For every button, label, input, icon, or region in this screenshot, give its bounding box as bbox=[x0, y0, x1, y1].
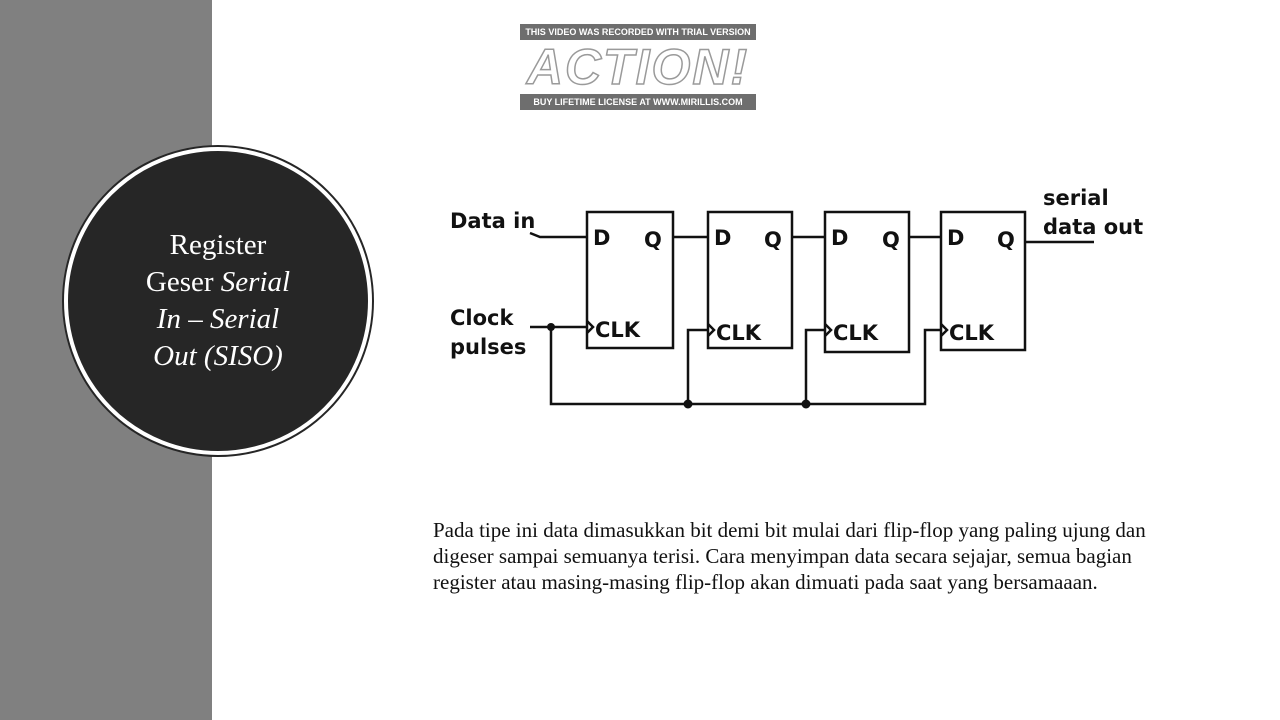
clk-triangle-1 bbox=[586, 320, 595, 334]
junction-dot-1 bbox=[547, 323, 555, 331]
flip-flop-4 bbox=[939, 210, 1027, 352]
ff4-d-label: D bbox=[947, 226, 964, 250]
pulses-label: pulses bbox=[450, 335, 526, 359]
title-line-2-plain: Geser bbox=[145, 266, 214, 298]
title-circle: Register Geser Serial In – Serial Out (S… bbox=[64, 147, 372, 455]
serial-label: serial bbox=[1043, 186, 1109, 210]
data-out-label: data out bbox=[1043, 215, 1143, 239]
title-line-1: Register bbox=[169, 229, 267, 261]
title-line-2-italic: Serial bbox=[220, 266, 291, 298]
slide-title: Register Geser Serial In – Serial Out (S… bbox=[118, 227, 318, 375]
clk-triangle-3 bbox=[824, 323, 833, 337]
junction-dot-3 bbox=[801, 399, 811, 409]
data-in-label: Data in bbox=[450, 209, 535, 233]
flip-flop-3 bbox=[823, 210, 911, 354]
watermark-top-text: THIS VIDEO WAS RECORDED WITH TRIAL VERSI… bbox=[520, 24, 756, 40]
ff1-clk-label: CLK bbox=[595, 318, 641, 342]
clk-triangle-2 bbox=[707, 323, 716, 337]
watermark-logo: ACTION! bbox=[526, 39, 750, 95]
clock-wire-ff2 bbox=[686, 328, 708, 404]
recording-watermark: THIS VIDEO WAS RECORDED WITH TRIAL VERSI… bbox=[520, 24, 756, 110]
description-paragraph: Pada tipe ini data dimasukkan bit demi b… bbox=[433, 518, 1146, 594]
siso-shift-register-diagram: Data in Clock pulses serial data out D Q… bbox=[450, 186, 1143, 409]
ff3-d-label: D bbox=[831, 226, 848, 250]
ff3-clk-label: CLK bbox=[833, 321, 879, 345]
ff3-q-label: Q bbox=[882, 228, 900, 252]
flip-flop-2 bbox=[706, 210, 794, 350]
clock-bus bbox=[549, 327, 941, 406]
ff1-q-label: Q bbox=[644, 228, 662, 252]
title-line-3: In – Serial bbox=[156, 303, 280, 335]
ff1-d-label: D bbox=[593, 226, 610, 250]
ff2-q-label: Q bbox=[764, 228, 782, 252]
flip-flop-1 bbox=[585, 210, 675, 350]
junction-dot-2 bbox=[683, 399, 693, 409]
title-line-4: Out (SISO) bbox=[153, 340, 283, 372]
ff4-clk-label: CLK bbox=[949, 321, 995, 345]
data-in-wire bbox=[529, 231, 587, 239]
clock-wire-ff3 bbox=[804, 328, 825, 404]
clock-label: Clock bbox=[450, 306, 514, 330]
ff4-q-label: Q bbox=[997, 228, 1015, 252]
ff2-clk-label: CLK bbox=[716, 321, 762, 345]
clk-triangle-4 bbox=[940, 323, 949, 337]
watermark-bottom-text: BUY LIFETIME LICENSE AT WWW.MIRILLIS.COM bbox=[520, 94, 756, 110]
ff2-d-label: D bbox=[714, 226, 731, 250]
